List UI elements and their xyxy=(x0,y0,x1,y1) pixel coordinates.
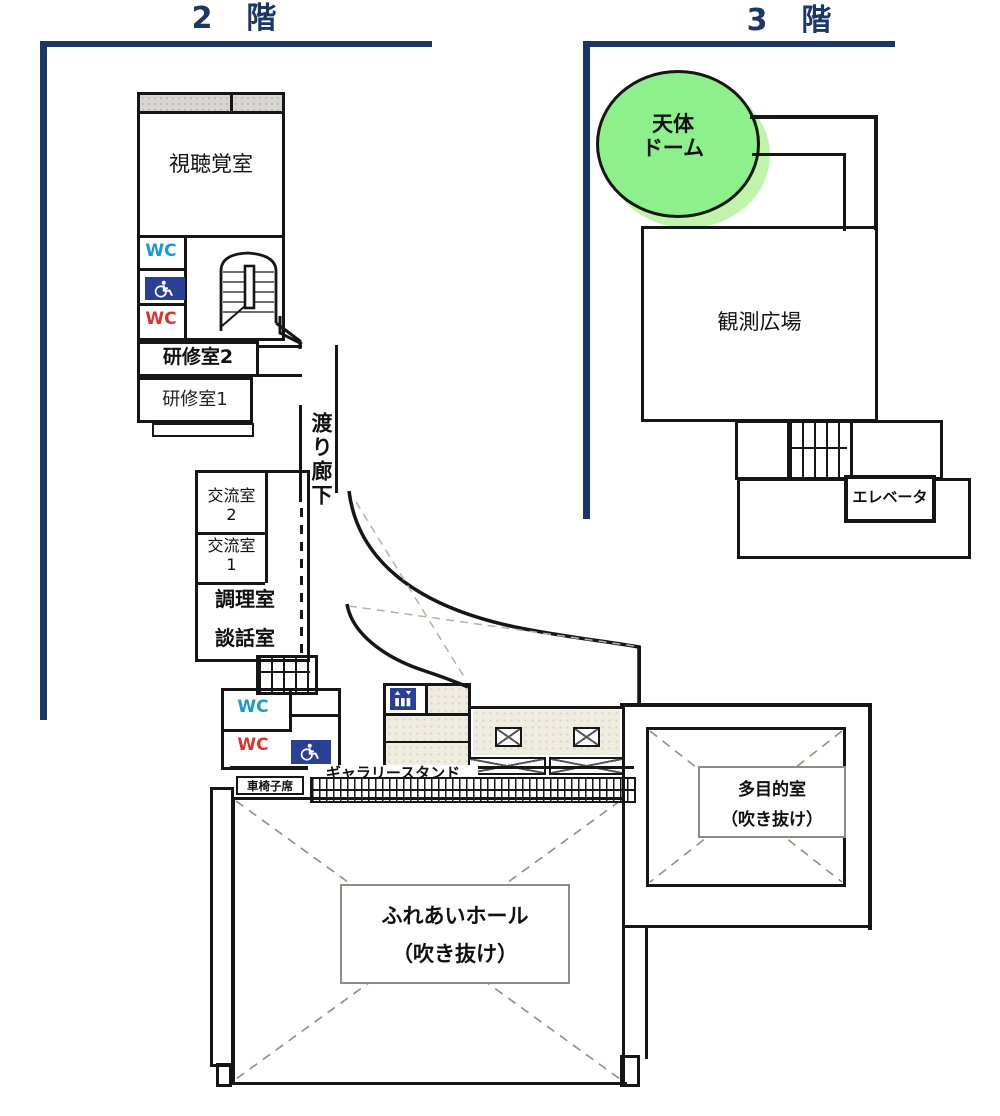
upper-wc-divider-2 xyxy=(140,303,184,306)
dome-platform-right xyxy=(874,115,878,230)
training-room-2 xyxy=(137,341,259,377)
exchange-room-2-num: 2 xyxy=(226,505,237,524)
audiovisual-label: 視聴覚室 xyxy=(169,152,253,176)
training-room-1-label: 研修室1 xyxy=(162,389,228,410)
hall-wall-left xyxy=(232,797,235,1085)
stairs-3f-midline xyxy=(787,447,847,449)
wheelchair-icon-lower xyxy=(291,740,331,764)
dome-label: 天体 ドーム xyxy=(593,112,753,160)
training-room-1 xyxy=(137,377,253,423)
construction-dash-2 xyxy=(348,605,635,647)
floor3-title: 3 階 xyxy=(746,3,834,38)
curved-wall-inner xyxy=(345,603,469,689)
wheelchair-glyph-lower xyxy=(300,743,319,761)
seat-row-2 xyxy=(310,789,636,803)
exchange-building xyxy=(195,470,310,662)
lower-wc-red-label: WC xyxy=(237,735,269,755)
elevator-label: エレベータ xyxy=(852,488,928,506)
upper-wc-red-label: WC xyxy=(145,309,177,329)
upper-wc-block xyxy=(137,235,285,341)
hall-left-pier-step xyxy=(216,1063,232,1087)
upper-wc-divider-1 xyxy=(140,268,184,271)
elevator-row-divider-2 xyxy=(386,741,468,743)
exchange-room-1-num: 1 xyxy=(226,555,237,574)
multi-outer-top xyxy=(620,703,872,707)
stairs-3f-treads xyxy=(787,423,853,477)
exchange-divider-1 xyxy=(198,532,265,535)
lounge-label: 談話室 xyxy=(215,626,275,650)
corridor-label: 渡り廊下 xyxy=(309,412,333,508)
wheelchair-seats-box xyxy=(236,776,304,795)
lower-wc-inner-wall xyxy=(289,691,292,732)
hall-left-pier xyxy=(210,787,234,1067)
column-box-1 xyxy=(495,727,522,747)
floor3-border-left xyxy=(583,41,590,519)
elevator-icon xyxy=(390,688,416,710)
exchange-room-2-label: 交流室 xyxy=(207,486,256,505)
construction-dash-1 xyxy=(355,501,467,681)
training-porch xyxy=(152,423,254,437)
multi-band-bottom xyxy=(622,925,872,928)
wheelchair-seats-label: 車椅子席 xyxy=(247,779,293,793)
floor2-border-left xyxy=(40,41,47,720)
dome-platform-inner-top xyxy=(752,153,846,156)
corridor-wall-left xyxy=(299,405,302,502)
curved-wall-outer xyxy=(347,490,641,707)
hall-wall-bottom xyxy=(232,1082,627,1085)
upper-wc-blue-label: WC xyxy=(145,241,177,261)
hall-label-box: ふれあいホール （吹き抜け） xyxy=(340,884,570,984)
floor2-border-top xyxy=(40,41,432,47)
exchange-inner-wall xyxy=(265,473,268,583)
corridor-stub-top xyxy=(259,345,302,348)
lower-wc-inner-wall-2 xyxy=(289,714,339,717)
floor2-title: 2 階 xyxy=(191,1,279,36)
dome-platform-top xyxy=(750,115,878,119)
wheelchair-glyph xyxy=(154,280,173,298)
right-strip-wall xyxy=(645,928,648,1059)
lower-wc-divider xyxy=(224,729,289,732)
dome-platform-inner-right xyxy=(843,153,846,231)
corridor-band-top-wall xyxy=(470,706,622,709)
multipurpose-note: （吹き抜け） xyxy=(721,809,823,830)
dome-label-line1: 天体 xyxy=(652,112,694,136)
hall-wall-right xyxy=(622,797,625,1085)
multi-outer-right xyxy=(868,703,872,930)
lower-wc-blue-label: WC xyxy=(237,697,269,717)
upper-wc-inner-wall xyxy=(184,238,187,338)
cooking-room-label: 調理室 xyxy=(215,587,275,611)
dome-circle xyxy=(596,70,760,218)
roof-hatch-right xyxy=(230,92,285,114)
corridor-stub-mid xyxy=(259,374,302,377)
training-room-2-label: 研修室2 xyxy=(162,346,234,368)
elevator-row-divider xyxy=(386,713,468,716)
dome-label-line2: ドーム xyxy=(641,136,705,161)
corridor-wall-right xyxy=(335,345,338,493)
hall-wall-top xyxy=(232,797,624,800)
curve-to-multi-wall xyxy=(638,646,641,706)
exchange-divider-2 xyxy=(198,582,265,585)
corridor-dashed-line xyxy=(300,508,303,658)
elevator-box-3f xyxy=(844,475,936,523)
multipurpose-label-box: 多目的室 （吹き抜け） xyxy=(698,766,846,838)
multipurpose-name: 多目的室 xyxy=(738,779,806,800)
wheelchair-icon xyxy=(145,277,185,300)
observation-plaza-label: 観測広場 xyxy=(717,310,802,334)
lounge-stairs-midline xyxy=(258,671,310,673)
floor3-border-top xyxy=(583,41,895,47)
exchange-room-1-label: 交流室 xyxy=(207,536,256,555)
column-box-2 xyxy=(573,727,600,747)
hall-note: （吹き抜け） xyxy=(392,942,518,966)
hall-name: ふれあいホール xyxy=(381,904,529,928)
elevator-cell-divider xyxy=(425,686,428,714)
multi-outer-left xyxy=(622,703,625,799)
roof-hatch-left xyxy=(137,92,233,114)
right-strip-step xyxy=(620,1055,640,1087)
elevator-glyph xyxy=(394,690,412,707)
